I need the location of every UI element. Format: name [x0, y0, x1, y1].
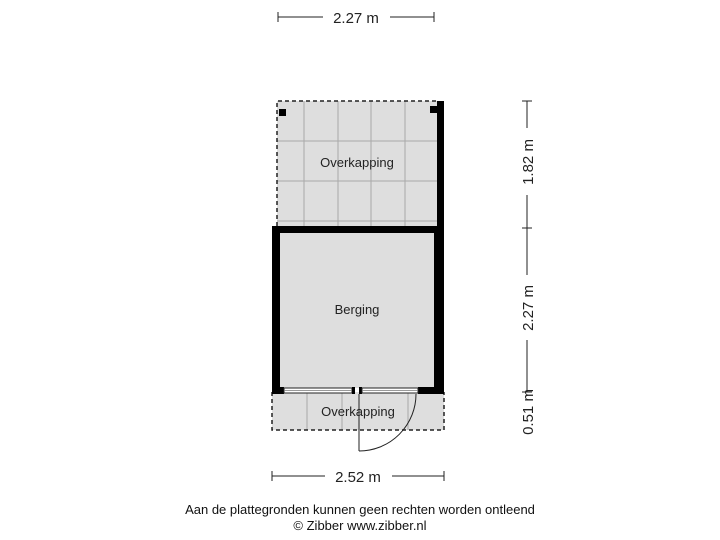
- upper-dashed-edge: [276, 100, 439, 226]
- upper-right-wall: [437, 101, 444, 232]
- lower-overkapping: Overkapping: [271, 392, 445, 431]
- floor-plan: 2.27 m Overkapping Overkapping: [271, 10, 537, 486]
- dimension-right-middle-label: 2.27 m: [520, 285, 537, 331]
- berging-top-wall: [272, 226, 444, 233]
- post-left: [279, 109, 286, 116]
- berging-bottom-wall-right: [418, 387, 444, 394]
- door-swing: [358, 393, 417, 452]
- footer-disclaimer: Aan de plattegronden kunnen geen rechten…: [185, 502, 535, 517]
- post-right: [430, 106, 437, 113]
- dimension-bottom-label: 2.52 m: [335, 469, 381, 486]
- dimension-top-label: 2.27 m: [333, 10, 379, 27]
- room-label-upper: Overkapping: [320, 155, 394, 170]
- dimension-top: 2.27 m: [277, 10, 435, 27]
- berging-left-wall: [272, 226, 280, 394]
- berging: Berging: [272, 226, 444, 452]
- dimension-bottom: 2.52 m: [271, 469, 445, 486]
- room-label-lower: Overkapping: [321, 404, 395, 419]
- dimension-right-lower-label: 0.51 m: [520, 389, 537, 435]
- room-label-middle: Berging: [335, 302, 380, 317]
- berging-bottom-openings: [283, 387, 419, 394]
- berging-right-wall: [434, 226, 444, 394]
- upper-tile-grid: [277, 101, 439, 228]
- berging-bottom-wall-left: [272, 387, 284, 394]
- dimension-right-upper-label: 1.82 m: [520, 139, 537, 185]
- footer-copyright: © Zibber www.zibber.nl: [293, 518, 427, 533]
- berging-floor: [279, 231, 436, 388]
- upper-overkapping: Overkapping: [276, 100, 444, 232]
- dimension-right: 1.82 m 2.27 m 0.51 m: [520, 100, 537, 435]
